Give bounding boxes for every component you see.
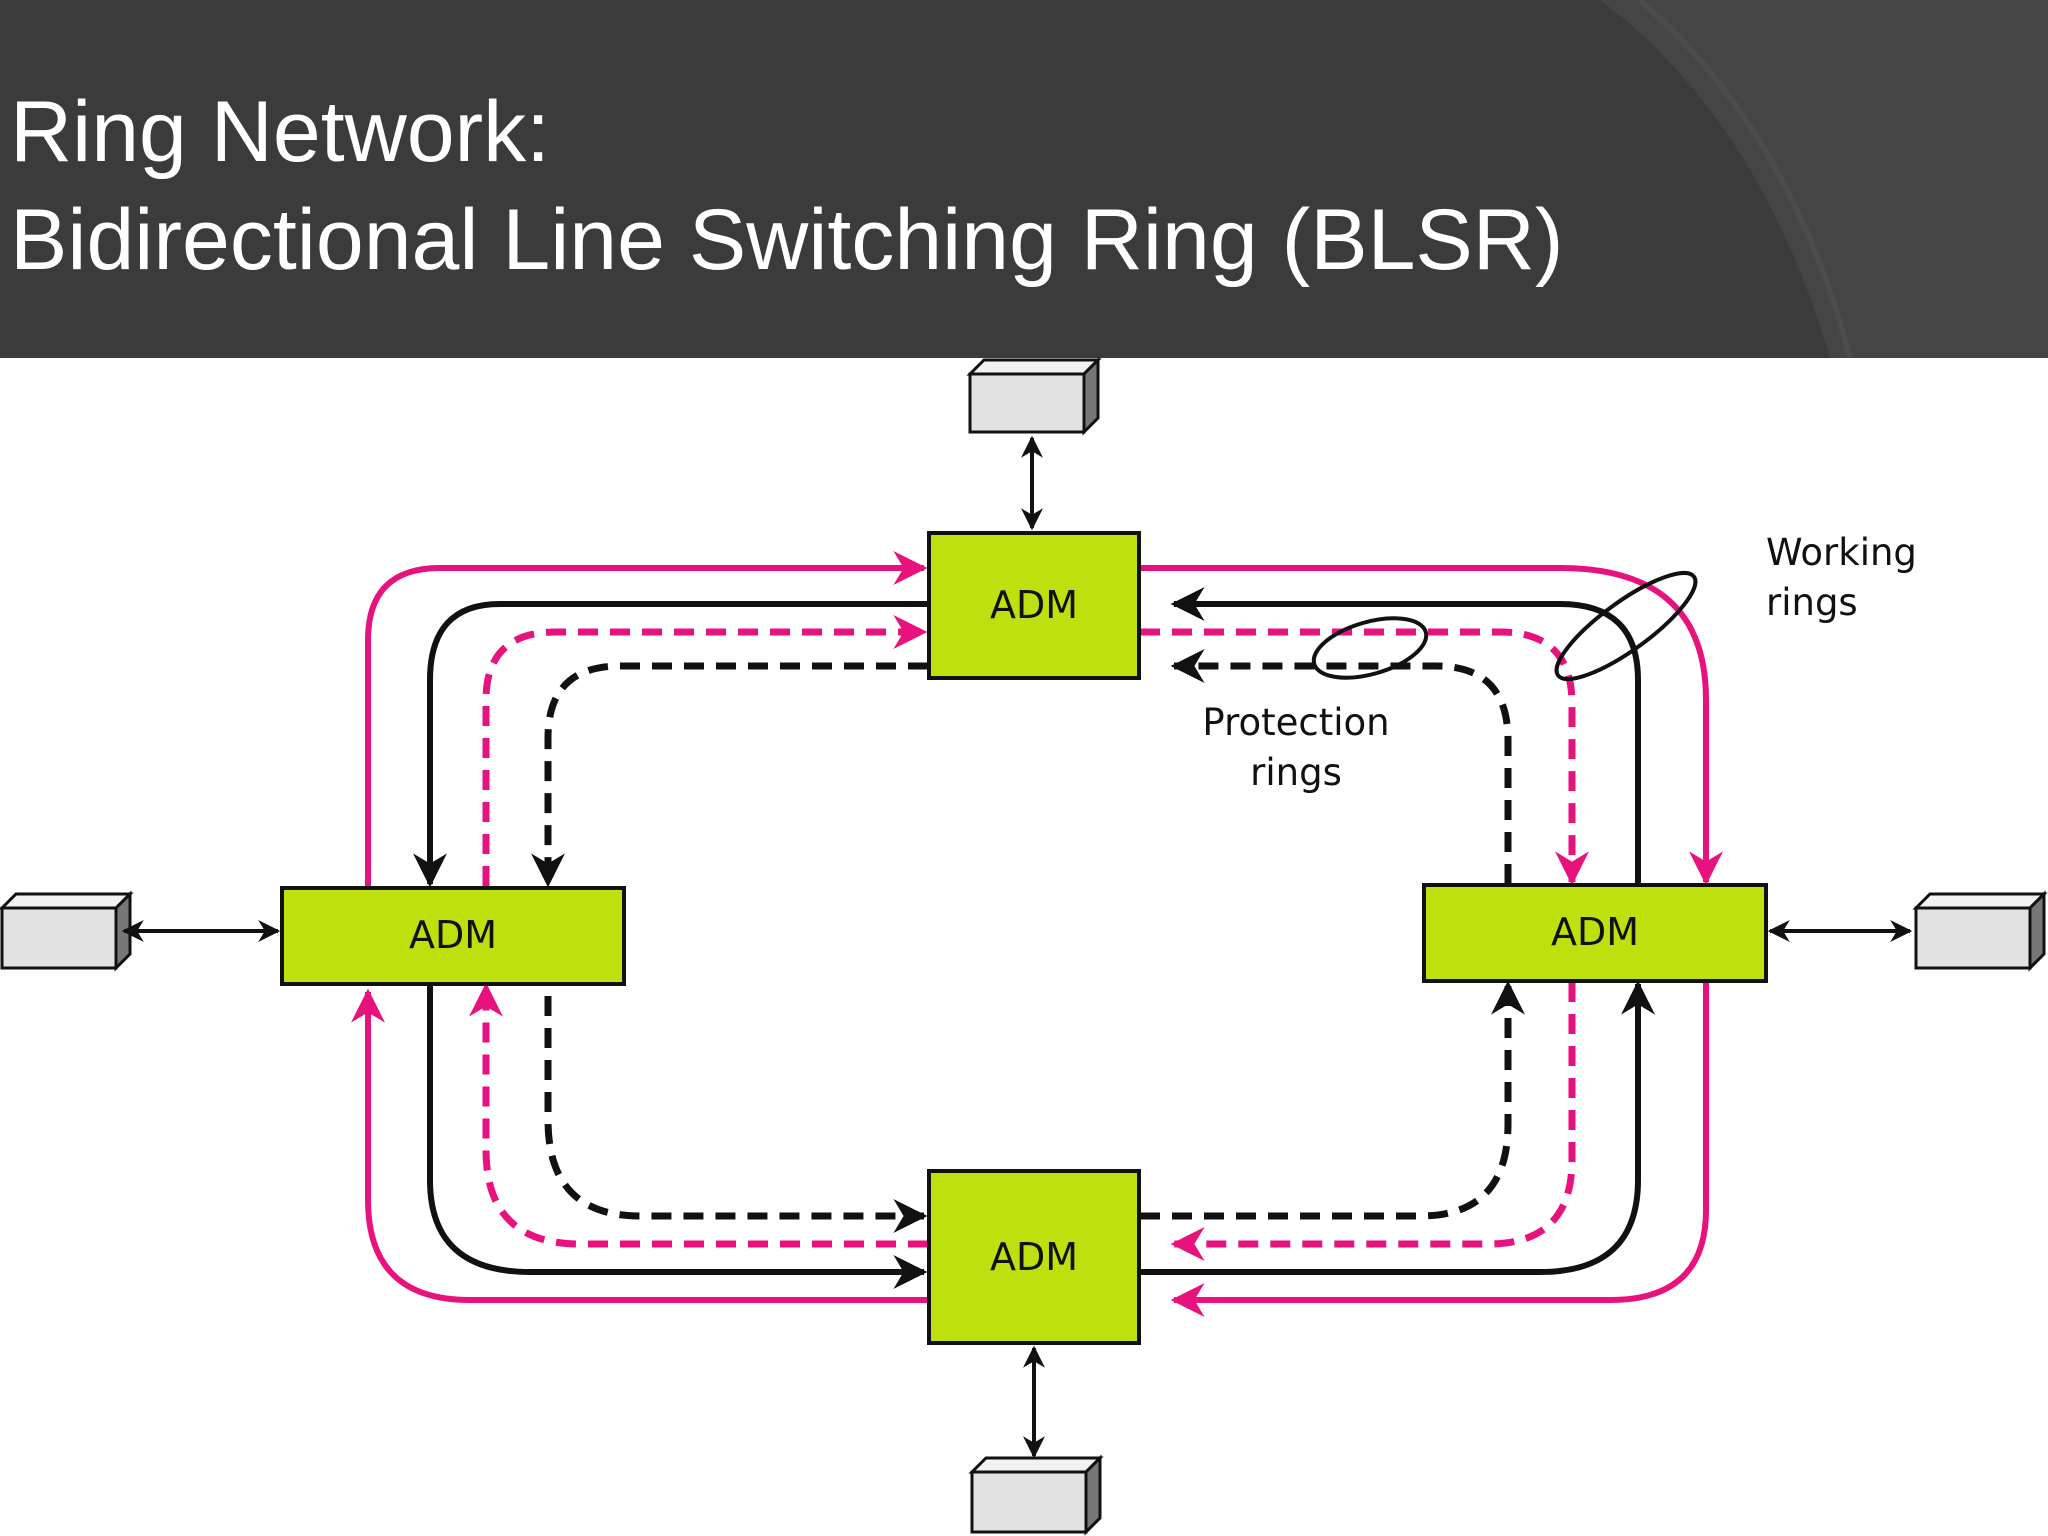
- working-rings-label: Working rings: [1766, 531, 1917, 624]
- svg-text:Protection: Protection: [1202, 701, 1389, 744]
- station-box-icon-right: [1912, 890, 2048, 972]
- working-ring-inner-black: [413, 587, 1655, 1289]
- adm-node-top: ADM: [927, 531, 1141, 680]
- protection-ring-black-dashed: [531, 649, 1525, 1233]
- adm-node-left: ADM: [280, 886, 626, 986]
- adm-label-bottom: ADM: [990, 1235, 1078, 1279]
- svg-text:rings: rings: [1250, 751, 1342, 794]
- title-bar: Ring Network: Bidirectional Line Switchi…: [0, 0, 2048, 358]
- protection-rings-callout-ellipse: [1311, 616, 1429, 680]
- adm-label-left: ADM: [409, 913, 497, 957]
- adm-node-bottom: ADM: [927, 1169, 1141, 1345]
- station-box-icon-left: [0, 890, 134, 972]
- svg-text:Working: Working: [1766, 531, 1917, 574]
- slide-title: Ring Network: Bidirectional Line Switchi…: [10, 78, 1564, 294]
- station-box-icon-bottom: [968, 1454, 1104, 1536]
- protection-ring-magenta-dashed: [469, 615, 1589, 1261]
- slide-title-line-1: Ring Network:: [10, 84, 551, 180]
- header-swoosh-decoration: [1600, 0, 2048, 358]
- svg-text:rings: rings: [1766, 581, 1858, 624]
- slide-title-line-2: Bidirectional Line Switching Ring (BLSR): [10, 192, 1564, 288]
- station-box-icon-top: [966, 356, 1102, 436]
- protection-rings-label: Protection rings: [1202, 701, 1389, 794]
- adm-label-right: ADM: [1551, 910, 1639, 954]
- working-ring-outer-magenta: [351, 551, 1723, 1317]
- adm-node-right: ADM: [1422, 883, 1768, 983]
- adm-label-top: ADM: [990, 583, 1078, 627]
- working-rings-callout-ellipse: [1554, 570, 1698, 682]
